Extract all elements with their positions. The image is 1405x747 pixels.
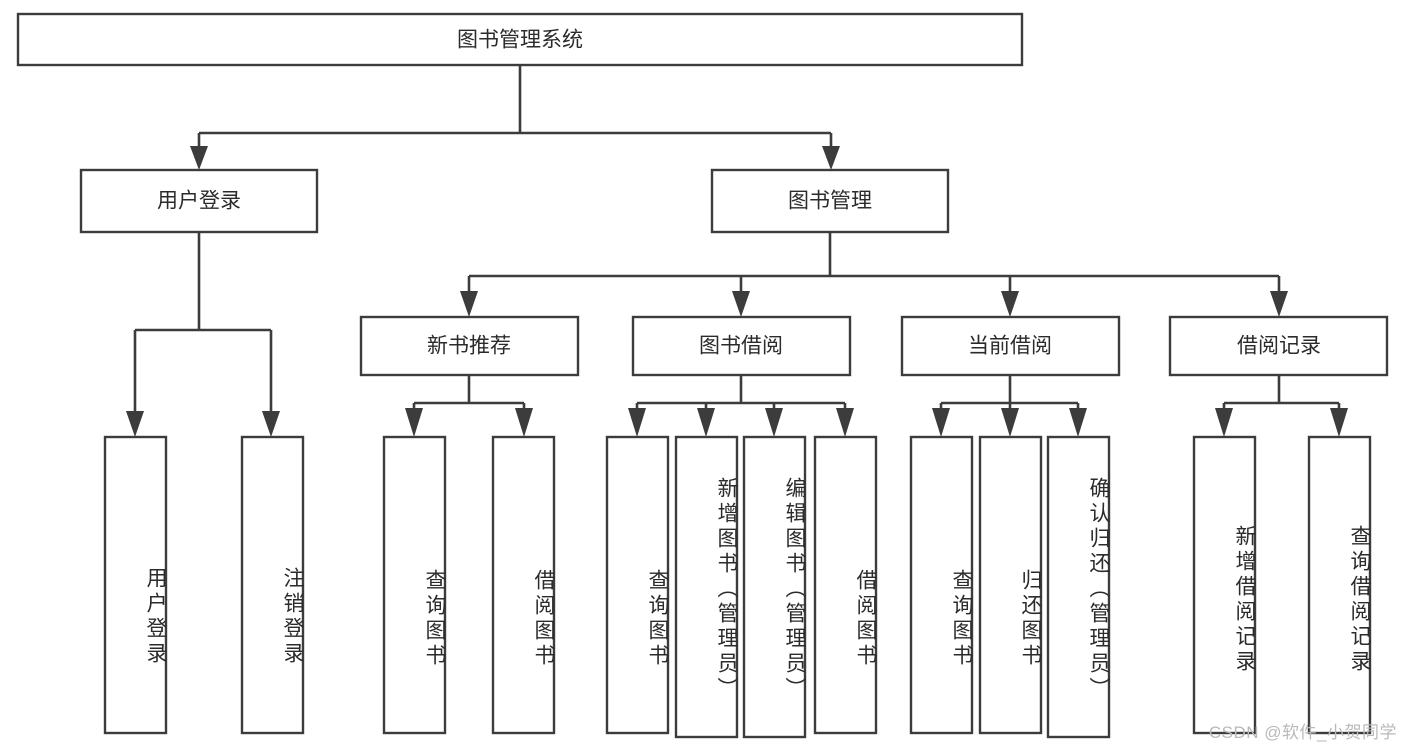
leaf-user-login-login[interactable] — [103, 435, 168, 735]
leaf-newbook-query-book[interactable] — [382, 435, 447, 735]
connector-root-to-level1 — [190, 65, 840, 170]
connector-currentborrow-to-leaves — [932, 375, 1087, 437]
node-current-borrow[interactable] — [900, 315, 1121, 377]
leaf-borrowrecord-add-record[interactable] — [1192, 435, 1257, 735]
connector-newbook-to-leaves — [405, 375, 533, 437]
leaf-borrowrecord-query-record[interactable] — [1307, 435, 1372, 735]
node-book-borrow[interactable] — [631, 315, 852, 377]
connector-bookmgmt-to-level2 — [460, 232, 1288, 317]
node-new-book-recommend[interactable] — [359, 315, 580, 377]
node-root-book-management-system[interactable] — [16, 12, 1024, 67]
node-current-borrow-label: 当前借阅 — [968, 335, 1052, 358]
node-book-borrow-label: 图书借阅 — [699, 335, 783, 358]
node-book-management[interactable] — [710, 168, 950, 234]
node-borrow-record[interactable] — [1168, 315, 1389, 377]
node-new-book-recommend-label: 新书推荐 — [427, 335, 511, 358]
node-book-management-label: 图书管理 — [788, 190, 872, 213]
leaf-bookborrow-borrow-book[interactable] — [813, 435, 878, 735]
leaf-bookborrow-edit-book-admin[interactable] — [742, 435, 807, 739]
connector-borrowrecord-to-leaves — [1215, 375, 1348, 437]
node-user-login[interactable] — [79, 168, 319, 234]
leaf-user-login-logout[interactable] — [240, 435, 305, 735]
leaf-bookborrow-query-book[interactable] — [605, 435, 670, 735]
connector-userlogin-to-leaves — [126, 232, 280, 437]
leaf-bookborrow-add-book-admin[interactable] — [674, 435, 739, 739]
csdn-watermark: CSDN @软件_小贺同学 — [1208, 723, 1397, 742]
node-user-login-label: 用户登录 — [157, 190, 241, 213]
connector-bookborrow-to-leaves — [628, 375, 854, 437]
leaf-currentborrow-confirm-return-admin[interactable] — [1046, 435, 1111, 739]
node-borrow-record-label: 借阅记录 — [1237, 335, 1321, 358]
leaf-newbook-borrow-book[interactable] — [491, 435, 556, 735]
node-root-label: 图书管理系统 — [457, 29, 583, 52]
leaf-currentborrow-query-book[interactable] — [909, 435, 974, 735]
leaf-currentborrow-return-book[interactable] — [978, 435, 1043, 735]
